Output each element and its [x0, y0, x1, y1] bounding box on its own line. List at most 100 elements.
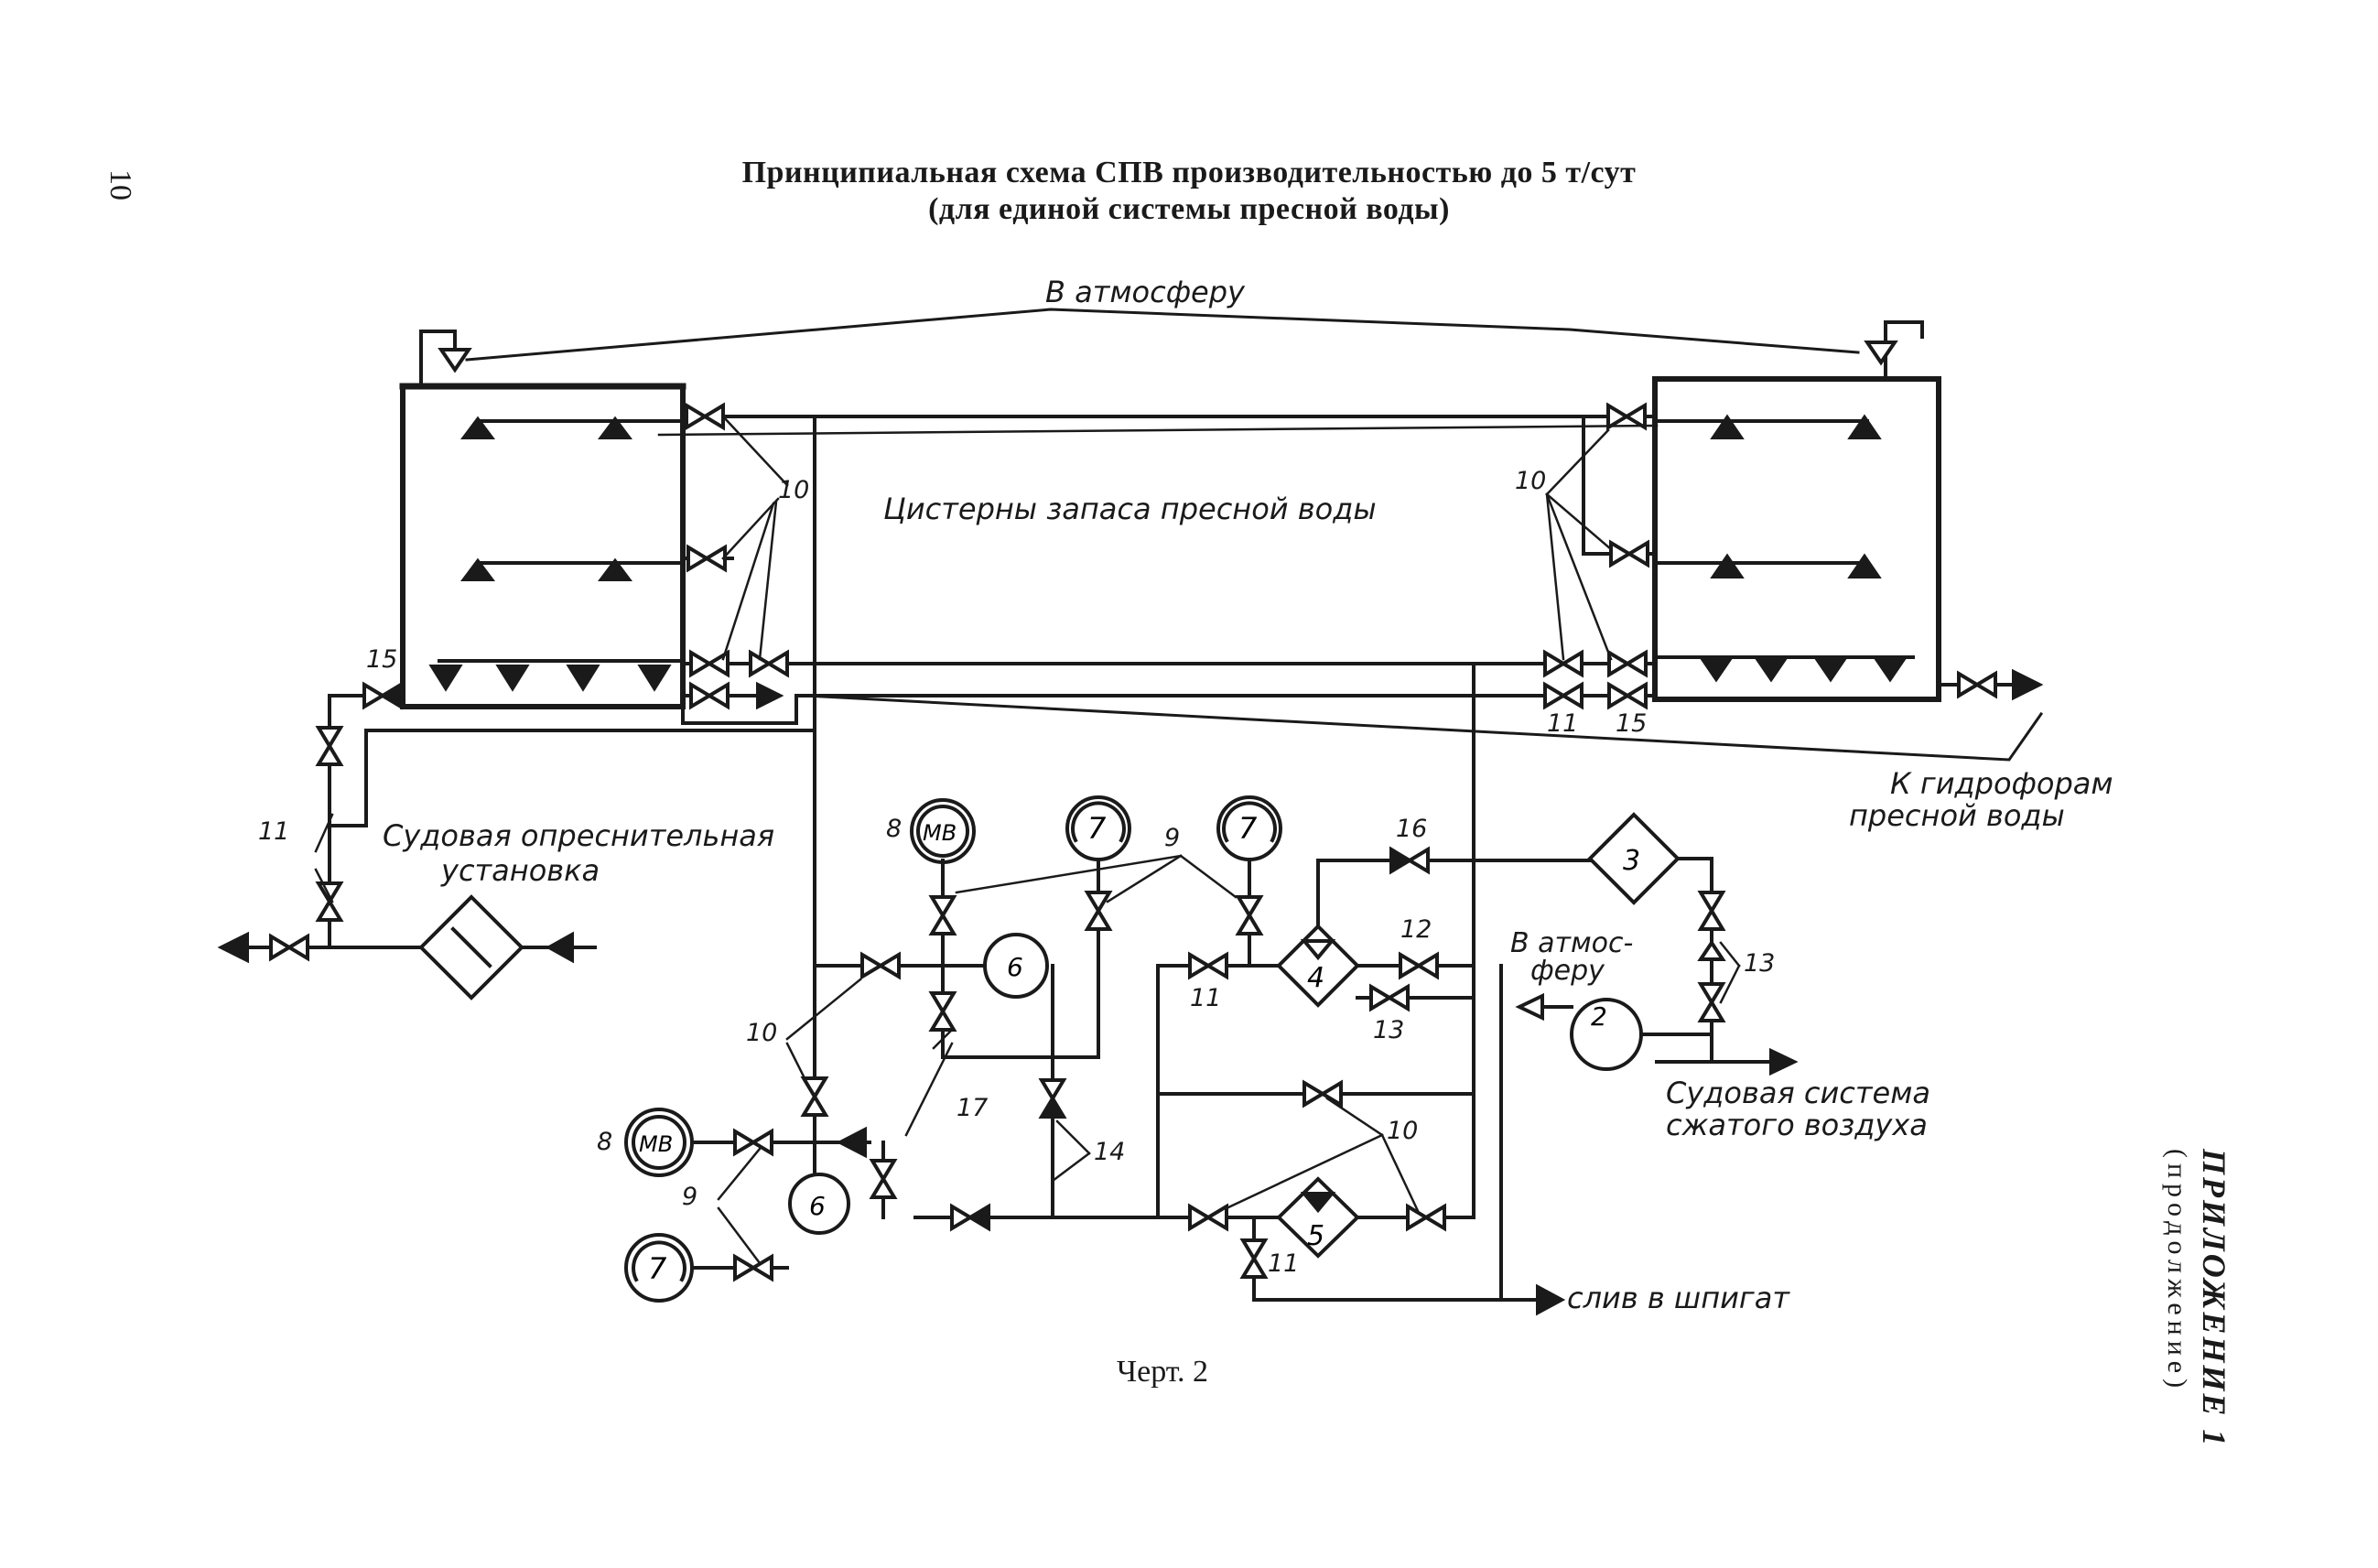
valve-right-mid: [1609, 539, 1649, 568]
callout-13-right: 13: [1744, 949, 1776, 978]
nozzle-marker: [1699, 657, 1734, 683]
right-tank: [1652, 376, 1941, 702]
valve-10-upper: [860, 951, 901, 980]
callout-7-a: 7: [1087, 811, 1107, 846]
valve-right-15: [1607, 649, 1648, 710]
left-vent-pipe: [419, 330, 457, 388]
nozzle-marker: [637, 665, 672, 692]
callout-8-left: 8: [597, 1128, 613, 1156]
diagram-title-line2: (для единой системы пресной воды): [928, 192, 1450, 226]
filter-4: [1276, 924, 1360, 1008]
valve-10-lower-right: [1406, 1203, 1446, 1232]
valve-11-lower-mid: [1188, 1203, 1228, 1232]
gauge-7-top-a: [1065, 795, 1131, 861]
level-marker: [1847, 553, 1882, 579]
level-marker: [460, 416, 495, 439]
valve-right-11: [1543, 649, 1584, 710]
gauge-mv-label-top: МВ: [923, 820, 957, 846]
label-drain: слив в шпигат: [1567, 1281, 1789, 1315]
nozzle-marker: [428, 665, 463, 692]
valve-13-mid: [1369, 983, 1410, 1012]
nozzle-marker: [1813, 657, 1848, 683]
callout-9-left: 9: [682, 1183, 698, 1211]
callout-2: 2: [1591, 1001, 1607, 1032]
valve-outlet-right: [1957, 670, 1997, 699]
valve-9-left-b: [733, 1253, 773, 1282]
label-atmos-small-1: В атмос-: [1510, 927, 1634, 959]
appendix-label: ПРИЛОЖЕНИЕ 1: [2196, 1149, 2232, 1449]
outlet-arrow-left: [217, 931, 249, 964]
callout-5: 5: [1307, 1220, 1324, 1252]
valve-9-left-a: [733, 1128, 773, 1157]
filter-3: [1587, 812, 1681, 905]
label-desalination-1: Судовая опреснительная: [383, 818, 775, 853]
callout-11-right: 11: [1547, 709, 1579, 738]
callout-11-mid: 11: [1190, 984, 1222, 1012]
callout-14: 14: [1094, 1138, 1126, 1166]
label-hydrophore-1: К гидрофорам: [1890, 766, 2113, 801]
valve-15-left: [362, 681, 403, 710]
valve-left-top: [685, 402, 725, 431]
nozzle-marker: [566, 665, 600, 692]
level-marker: [1847, 414, 1882, 439]
callout-15-right: 15: [1616, 709, 1648, 738]
filter-5: [1276, 1176, 1360, 1259]
nozzle-marker: [1754, 657, 1789, 683]
level-marker: [598, 557, 632, 581]
callout-17: 17: [957, 1094, 989, 1122]
drain-arrow: [1536, 1283, 1566, 1316]
hydrophore-arrow: [2012, 668, 2044, 701]
gauge-mv-top: [910, 798, 976, 864]
valve-13-b: [1697, 982, 1726, 1022]
label-desalination-2: установка: [441, 853, 600, 888]
callout-11-drain: 11: [1268, 1249, 1300, 1278]
gauge-mv-label-left: МВ: [639, 1131, 673, 1157]
gauge-7-top-b: [1216, 795, 1282, 861]
callout-3: 3: [1623, 845, 1640, 877]
valve-11-drain: [1239, 1238, 1269, 1279]
diagram-title-line1: Принципиальная схема СПВ производительно…: [741, 156, 1637, 189]
air-arrow: [1769, 1047, 1799, 1076]
nozzle-marker: [1873, 657, 1908, 683]
label-air-system-2: сжатого воздуха: [1666, 1108, 1928, 1142]
valve-17: [869, 1159, 898, 1199]
valve-10-right: [1302, 1079, 1343, 1108]
callout-16: 16: [1396, 815, 1428, 843]
left-tank: [400, 384, 686, 709]
appendix-continued: (продолжение): [2162, 1149, 2192, 1394]
valve-11-mid: [1188, 951, 1228, 980]
callout-6-upper: 6: [1007, 952, 1023, 982]
valve-13-a: [1697, 891, 1726, 931]
level-marker: [460, 557, 495, 581]
valve-11-upper: [315, 726, 344, 766]
callout-4: 4: [1307, 962, 1324, 994]
valve-left-mid: [681, 544, 734, 573]
valve-9-b: [928, 991, 957, 1032]
callout-11-left: 11: [258, 817, 290, 846]
valve-14-lower: [950, 1203, 990, 1232]
callout-10-lower: 10: [746, 1019, 778, 1047]
valve-right-top: [1606, 402, 1647, 431]
valve-desal-out: [269, 933, 309, 962]
label-atmosphere: В атмосферу: [1045, 275, 1245, 309]
label-tanks: Цистерны запаса пресной воды: [883, 492, 1377, 526]
valve-16: [1389, 846, 1430, 875]
callout-7-c: 7: [648, 1251, 667, 1286]
valve-12: [1399, 951, 1439, 980]
label-air-system-1: Судовая система: [1666, 1076, 1930, 1110]
callout-10-right-lower: 10: [1387, 1117, 1419, 1145]
callout-10-right: 10: [1515, 467, 1547, 495]
valve-9-a: [928, 895, 957, 935]
level-marker: [598, 416, 632, 439]
callout-12: 12: [1400, 915, 1432, 944]
label-atmos-small-2: феру: [1530, 955, 1605, 987]
callout-6-lower: 6: [809, 1191, 826, 1221]
callout-9-top: 9: [1164, 824, 1181, 852]
valve-14: [1038, 1078, 1067, 1119]
level-marker: [1710, 553, 1745, 579]
callout-15-left: 15: [366, 645, 398, 674]
valve-left-bottom-b: [689, 681, 730, 710]
callout-13-mid: 13: [1373, 1016, 1405, 1044]
tank-6-lower: [788, 1173, 850, 1235]
